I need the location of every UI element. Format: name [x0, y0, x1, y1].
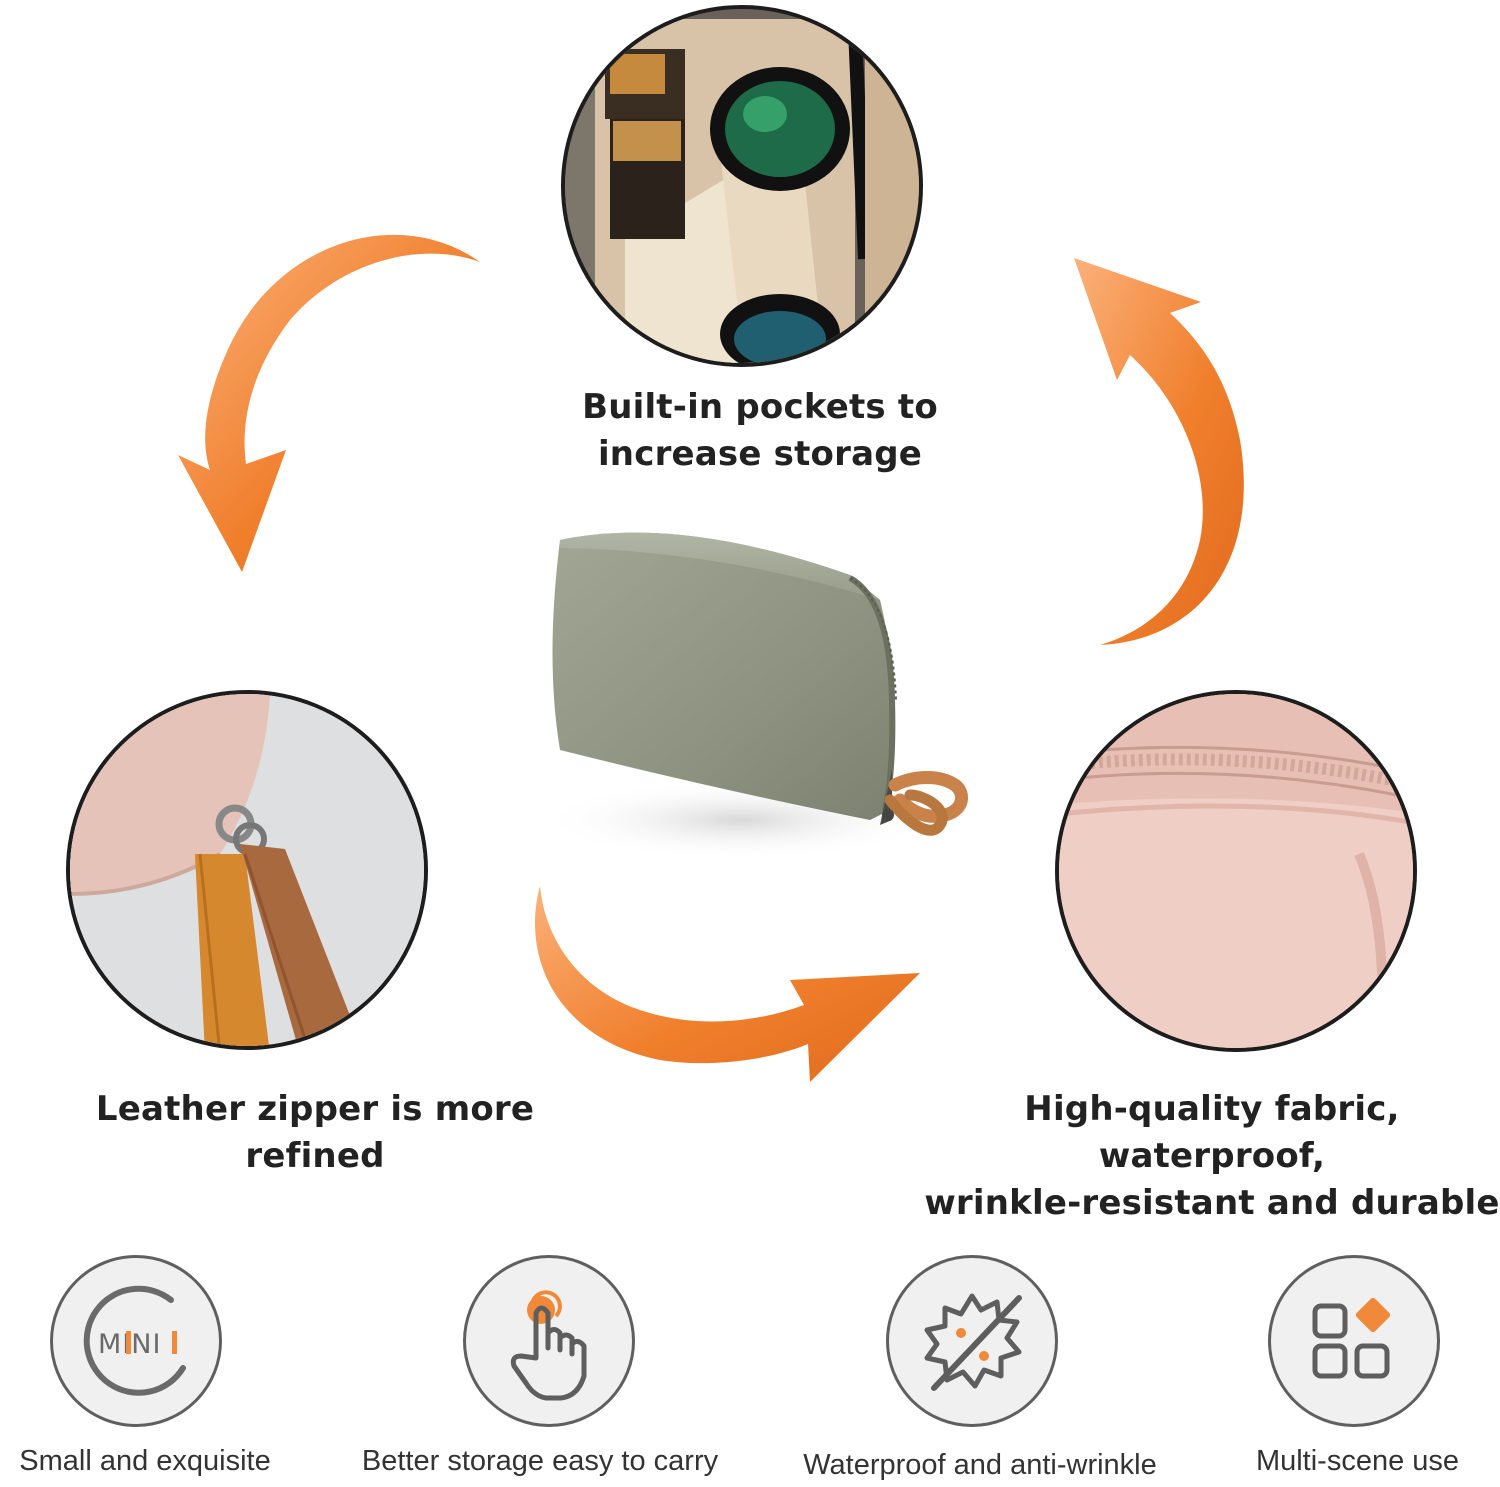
arrow-bottom — [535, 886, 920, 1082]
feature-multiscene-label: Multi-scene use — [1255, 1445, 1460, 1477]
feature-storage-label: Better storage easy to carry — [361, 1445, 719, 1477]
feature-waterproof-label: Waterproof and anti-wrinkle — [803, 1449, 1157, 1481]
pockets-caption: Built-in pockets to increase storage — [560, 384, 960, 478]
pockets-illustration — [565, 9, 919, 363]
fabric-caption-line2: wrinkle-resistant and durable — [924, 1183, 1500, 1223]
pockets-caption-line2: increase storage — [597, 434, 923, 474]
feature-storage — [463, 1255, 635, 1427]
feature-waterproof — [886, 1255, 1058, 1427]
waterproof-icon — [924, 1293, 1022, 1391]
arrow-top-right — [1074, 258, 1244, 645]
fabric-photo — [1055, 690, 1417, 1052]
zipper-photo — [66, 690, 428, 1050]
arrow-top-left — [178, 234, 480, 572]
zipper-caption: Leather zipper is more refined — [30, 1086, 600, 1180]
product-pouch — [540, 532, 968, 860]
feature-multiscene — [1268, 1255, 1440, 1427]
pockets-caption-line1: Built-in pockets to — [582, 387, 938, 427]
fabric-caption-line1: High-quality fabric, waterproof, — [1024, 1089, 1400, 1176]
mini-icon: MINI — [83, 1285, 186, 1396]
zipper-caption-line: Leather zipper is more refined — [95, 1089, 535, 1176]
zipper-illustration — [70, 694, 424, 1046]
touch-hand-icon — [510, 1290, 587, 1401]
fabric-illustration — [1059, 694, 1413, 1048]
pockets-photo — [561, 5, 923, 367]
grid-apps-icon — [1312, 1297, 1391, 1379]
feature-mini-label: Small and exquisite — [19, 1445, 271, 1477]
fabric-caption: High-quality fabric, waterproof, wrinkle… — [912, 1086, 1500, 1227]
feature-mini: MINI — [50, 1255, 222, 1427]
